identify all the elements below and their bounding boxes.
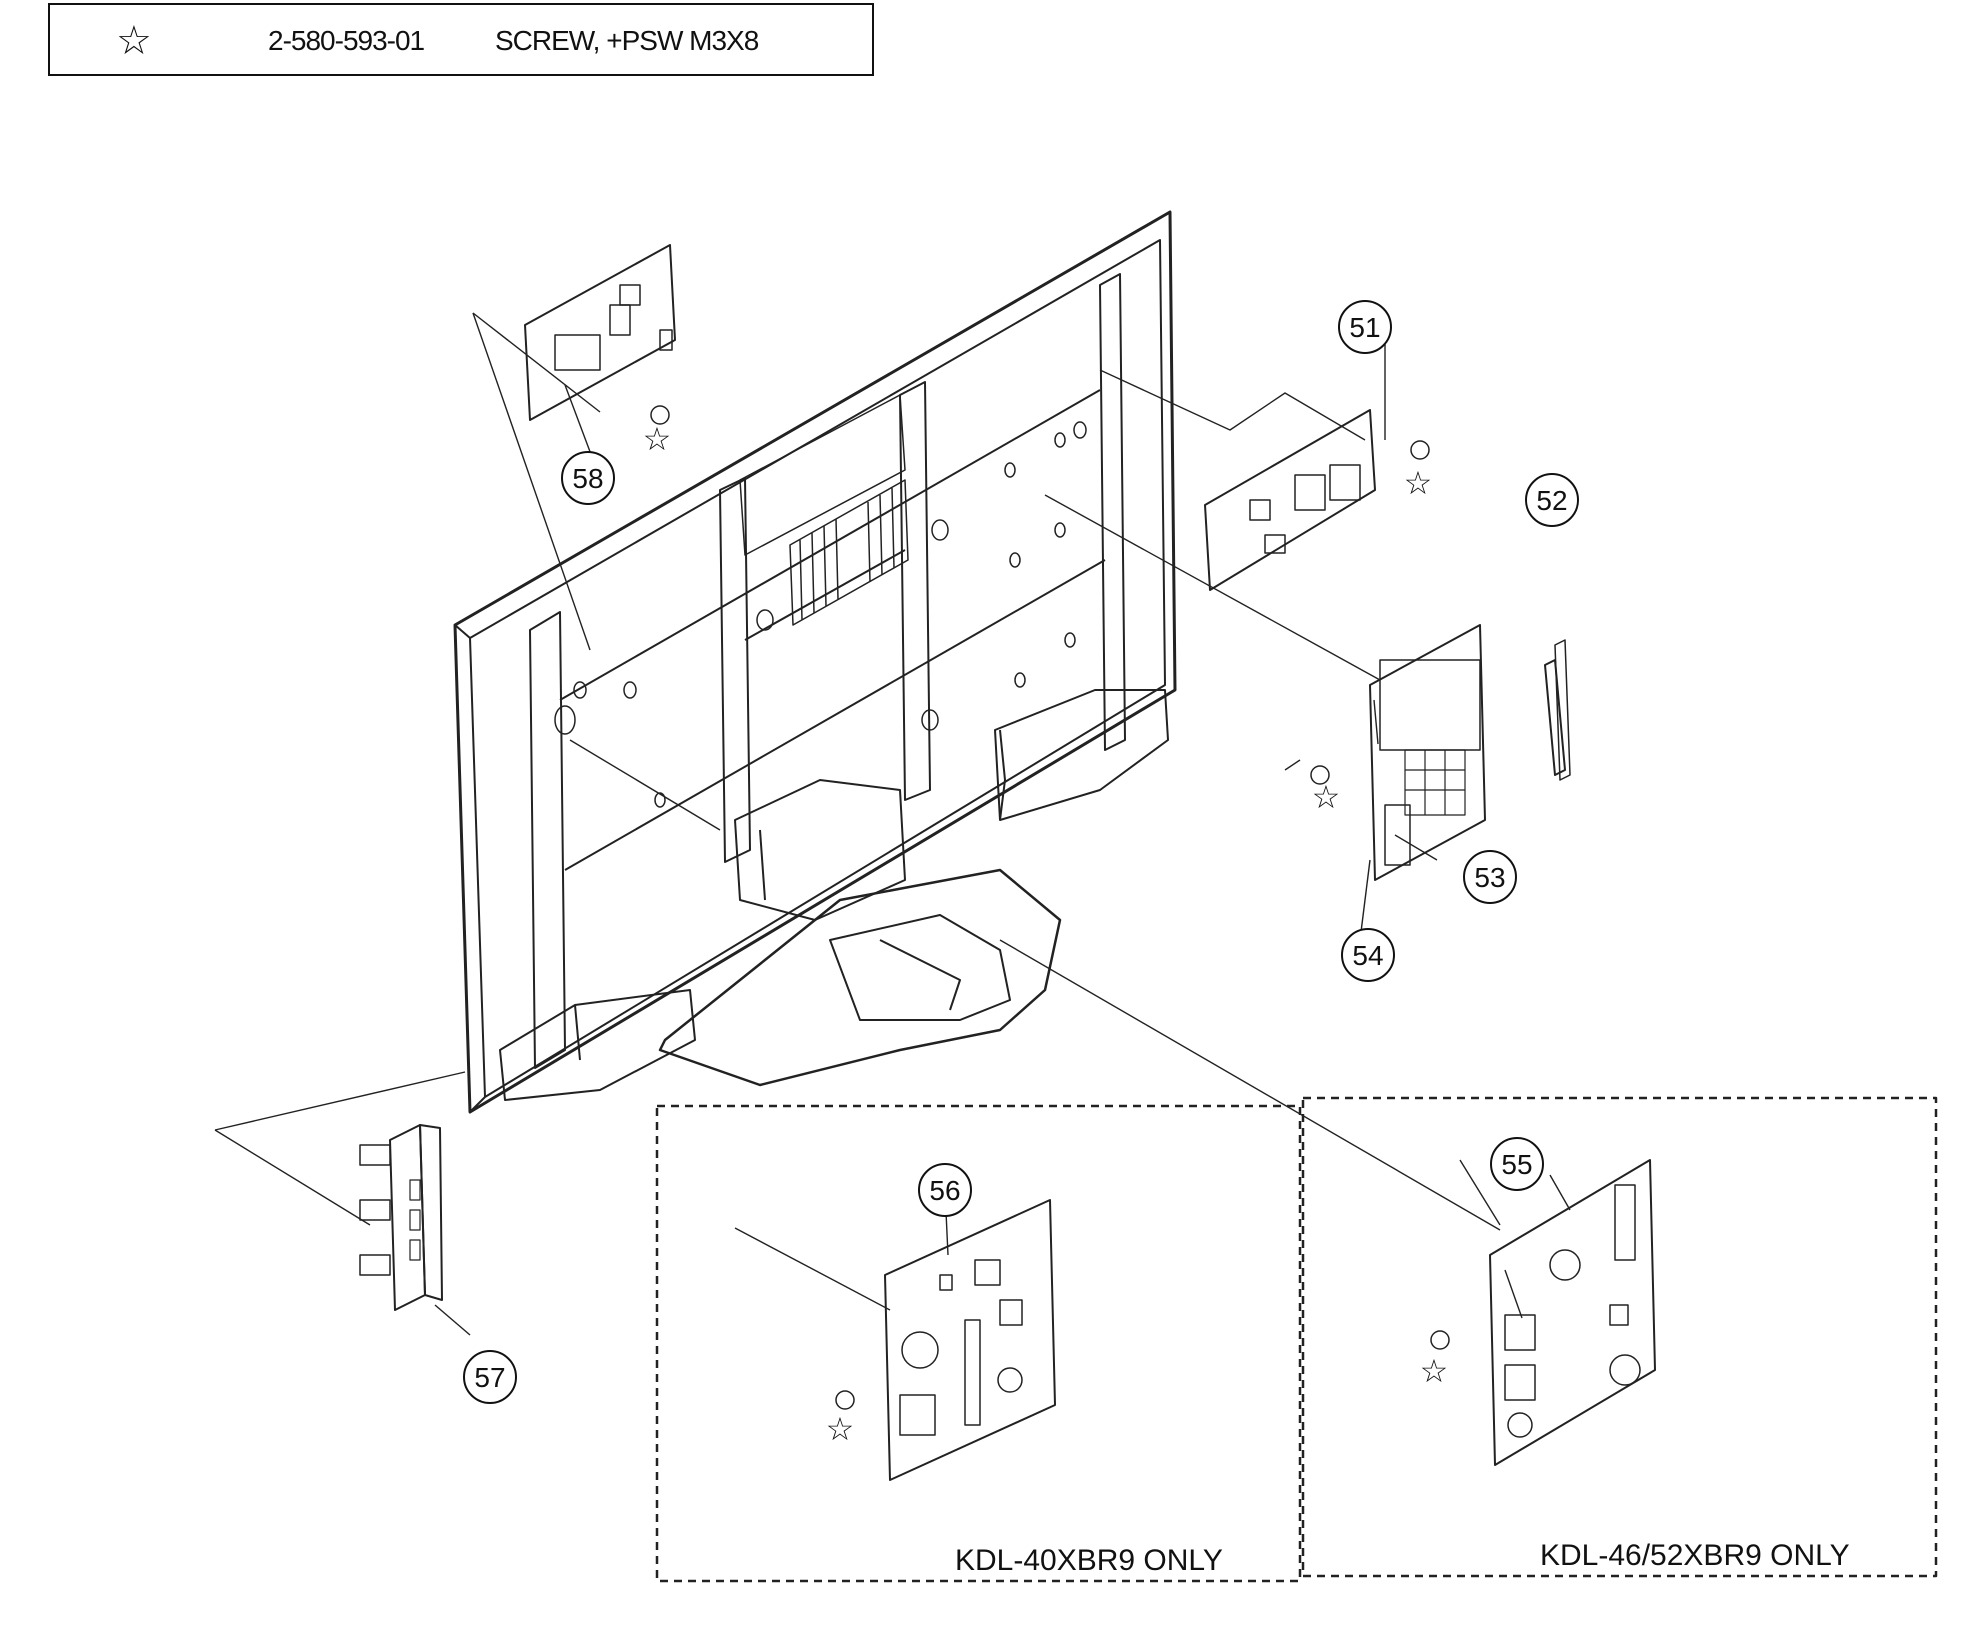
callout-number: 58 (572, 463, 603, 494)
callout-number: 52 (1536, 485, 1567, 516)
region-label-kdl-46-52xbr9: KDL-46/52XBR9 ONLY (1540, 1539, 1850, 1572)
callout-number: 56 (929, 1175, 960, 1206)
star-outline-icon: ☆ (826, 1411, 855, 1447)
stand-base (658, 868, 1062, 1087)
legend-description: SCREW, +PSW M3X8 (495, 25, 759, 56)
region-box-left (655, 1104, 1302, 1583)
leader-lines (214, 312, 1571, 1336)
board-56 (835, 1199, 1056, 1481)
callout-53: 53 (1463, 850, 1517, 904)
callout-layer: 51 52 53 54 55 56 57 58 (463, 300, 1579, 1404)
strip-52 (1544, 639, 1571, 781)
star-outline-icon: ☆ (643, 421, 672, 457)
star-outline-icon: ☆ (116, 18, 152, 64)
callout-number: 55 (1501, 1149, 1532, 1180)
board-58 (524, 244, 676, 425)
callout-number: 54 (1352, 940, 1383, 971)
legend-part-number: 2-580-593-01 (268, 25, 425, 56)
screw-markers: ☆ ☆ ☆ ☆ ☆ (643, 421, 1449, 1447)
callout-number: 57 (474, 1362, 505, 1393)
callout-54: 54 (1341, 928, 1395, 982)
callout-56: 56 (918, 1163, 972, 1217)
board-55 (1430, 1159, 1656, 1466)
star-outline-icon: ☆ (1404, 465, 1433, 501)
board-53-54 (1310, 624, 1486, 881)
callout-55: 55 (1490, 1137, 1544, 1191)
callout-number: 51 (1349, 312, 1380, 343)
tv-chassis (453, 210, 1177, 1114)
callout-57: 57 (463, 1350, 517, 1404)
region-label-kdl-40xbr9: KDL-40XBR9 ONLY (955, 1544, 1223, 1577)
region-box-right (1301, 1096, 1938, 1578)
board-51 (1204, 409, 1430, 591)
callout-51: 51 (1338, 300, 1392, 354)
bracket-57 (359, 1124, 443, 1311)
callout-52: 52 (1525, 473, 1579, 527)
callout-58: 58 (561, 451, 615, 505)
legend-box: ☆ 2-580-593-01 SCREW, +PSW M3X8 (48, 3, 874, 76)
star-outline-icon: ☆ (1312, 779, 1341, 815)
star-outline-icon: ☆ (1420, 1353, 1449, 1389)
heatsink (789, 479, 909, 626)
callout-number: 53 (1474, 862, 1505, 893)
